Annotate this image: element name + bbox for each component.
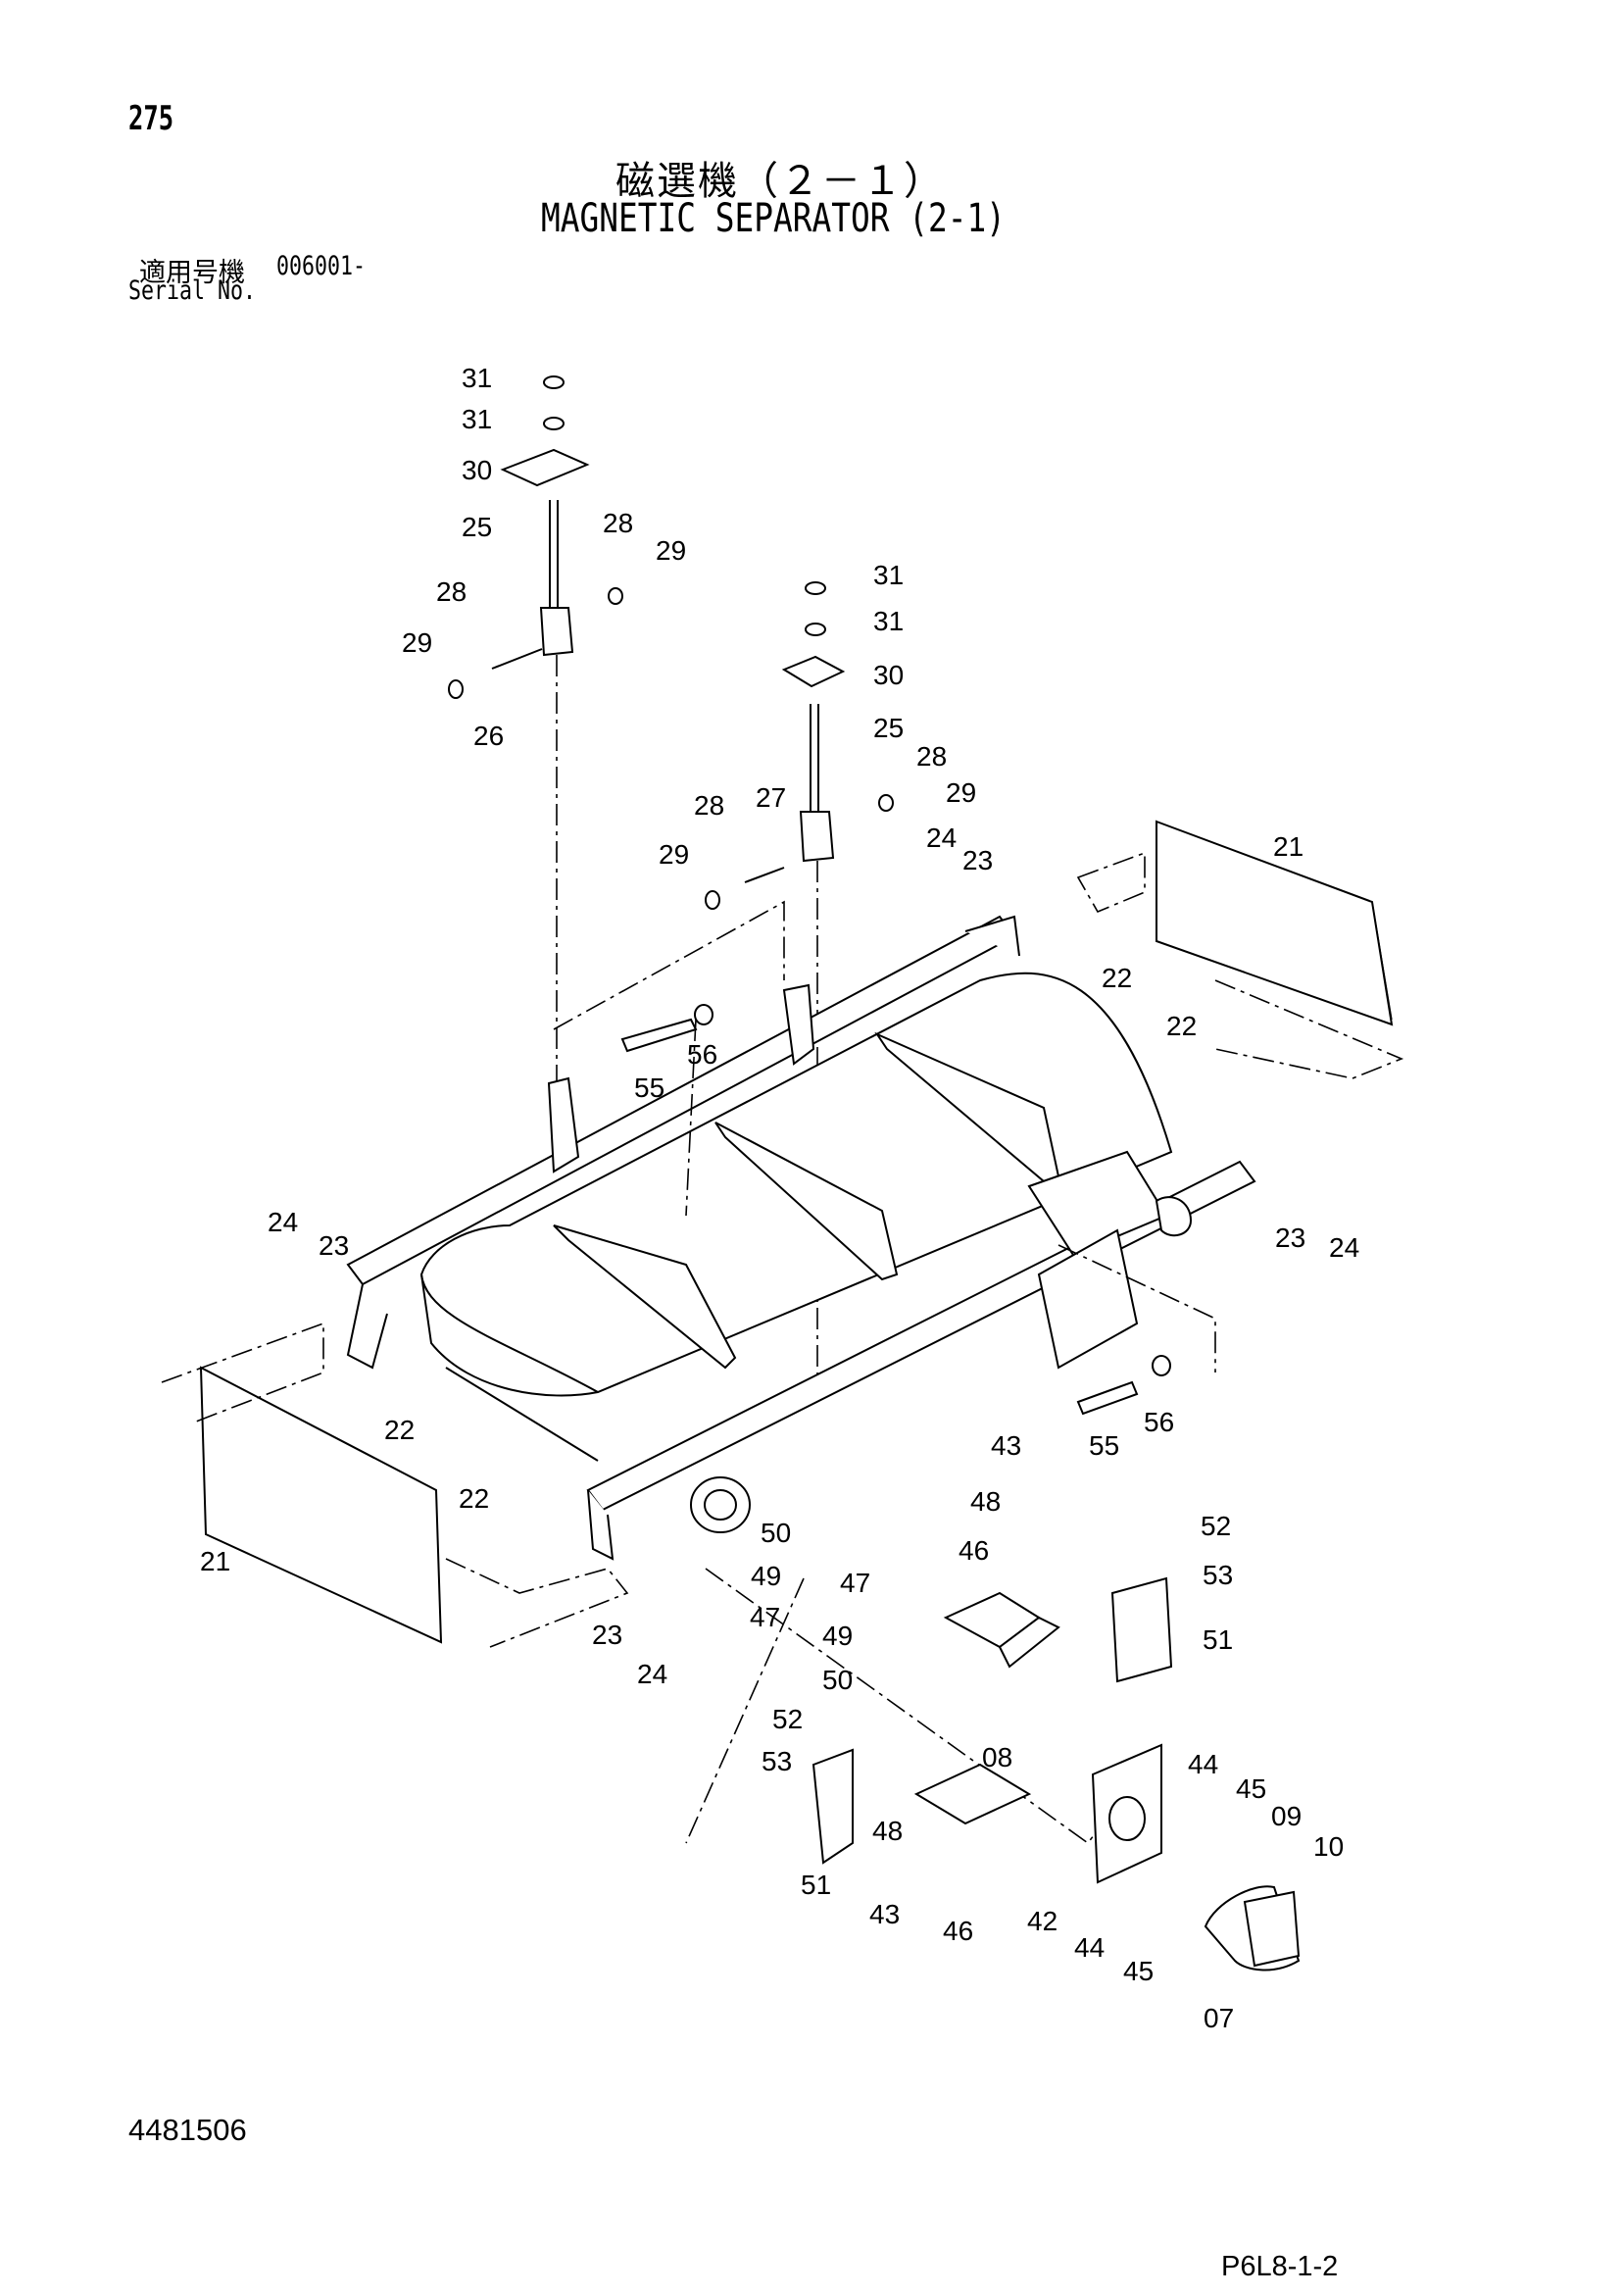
part-label: 55 <box>1089 1430 1119 1461</box>
part-label: 09 <box>1271 1801 1302 1831</box>
part-label: 29 <box>402 627 432 658</box>
part-label: 48 <box>872 1816 903 1846</box>
page-title: MAGNETIC SEPARATOR (2-1) <box>541 196 1006 241</box>
part-label: 22 <box>384 1415 415 1445</box>
part-label: 26 <box>473 721 504 751</box>
part-number-labels: 31 31 30 25 28 29 28 29 26 31 31 30 25 2… <box>200 363 1359 2033</box>
part-label: 24 <box>1329 1232 1359 1263</box>
part-label: 28 <box>436 576 467 607</box>
part-label: 31 <box>462 363 492 393</box>
part-label: 29 <box>659 839 689 870</box>
part-label: 49 <box>751 1561 781 1591</box>
reference-code: P6L8-1-2 <box>1221 2251 1339 2282</box>
part-label: 25 <box>462 512 492 542</box>
part-label: 21 <box>200 1546 230 1576</box>
part-label: 46 <box>959 1535 989 1566</box>
part-label: 24 <box>926 823 957 853</box>
part-label: 44 <box>1188 1749 1218 1779</box>
part-label: 43 <box>991 1430 1021 1461</box>
part-label: 50 <box>822 1665 853 1695</box>
page-number: 275 <box>128 99 174 138</box>
part-label: 23 <box>962 845 993 875</box>
part-label: 46 <box>943 1916 973 1946</box>
part-label: 56 <box>687 1039 717 1070</box>
serial-number-value: 006001- <box>276 251 367 281</box>
drawing-lines <box>161 375 1404 1972</box>
part-label: 28 <box>694 790 724 821</box>
part-label: 45 <box>1123 1956 1154 1986</box>
part-label: 23 <box>319 1230 349 1261</box>
part-label: 28 <box>916 741 947 772</box>
serial-label-japanese: 適用号機 <box>139 258 245 288</box>
part-label: 53 <box>762 1746 792 1776</box>
part-label: 49 <box>822 1621 853 1651</box>
part-label: 53 <box>1203 1560 1233 1590</box>
part-label: 07 <box>1204 2003 1234 2033</box>
part-label: 31 <box>873 606 904 636</box>
part-label: 10 <box>1313 1831 1344 1862</box>
part-label: 45 <box>1236 1773 1266 1804</box>
part-label: 52 <box>1201 1511 1231 1541</box>
part-label: 27 <box>756 782 786 813</box>
part-label: 23 <box>592 1620 622 1650</box>
part-label: 23 <box>1275 1223 1305 1253</box>
part-label: 47 <box>840 1568 870 1598</box>
part-label: 22 <box>459 1483 489 1514</box>
part-label: 21 <box>1273 831 1303 862</box>
part-label: 29 <box>946 777 976 808</box>
part-label: 44 <box>1074 1932 1105 1963</box>
part-label: 24 <box>268 1207 298 1237</box>
part-label: 42 <box>1027 1906 1057 1936</box>
part-label: 47 <box>750 1602 780 1632</box>
page-title-japanese: 磁選機（２－１） <box>615 159 945 204</box>
part-label: 28 <box>603 508 633 538</box>
part-label: 31 <box>462 404 492 434</box>
part-label: 30 <box>873 660 904 690</box>
part-label: 52 <box>772 1704 803 1734</box>
part-label: 08 <box>982 1742 1012 1772</box>
part-label: 43 <box>869 1899 900 1929</box>
part-label: 56 <box>1144 1407 1174 1437</box>
part-label: 29 <box>656 535 686 566</box>
part-label: 22 <box>1166 1011 1197 1041</box>
part-label: 24 <box>637 1659 667 1689</box>
part-label: 50 <box>761 1518 791 1548</box>
serial-label: Serial No. <box>128 275 257 306</box>
part-label: 51 <box>1203 1624 1233 1655</box>
document-number: 4481506 <box>128 2113 247 2147</box>
part-label: 51 <box>801 1870 831 1900</box>
part-label: 25 <box>873 713 904 743</box>
part-label: 22 <box>1102 963 1132 993</box>
part-label: 30 <box>462 455 492 485</box>
part-label: 48 <box>970 1486 1001 1517</box>
part-label: 55 <box>634 1073 664 1103</box>
part-label: 31 <box>873 560 904 590</box>
